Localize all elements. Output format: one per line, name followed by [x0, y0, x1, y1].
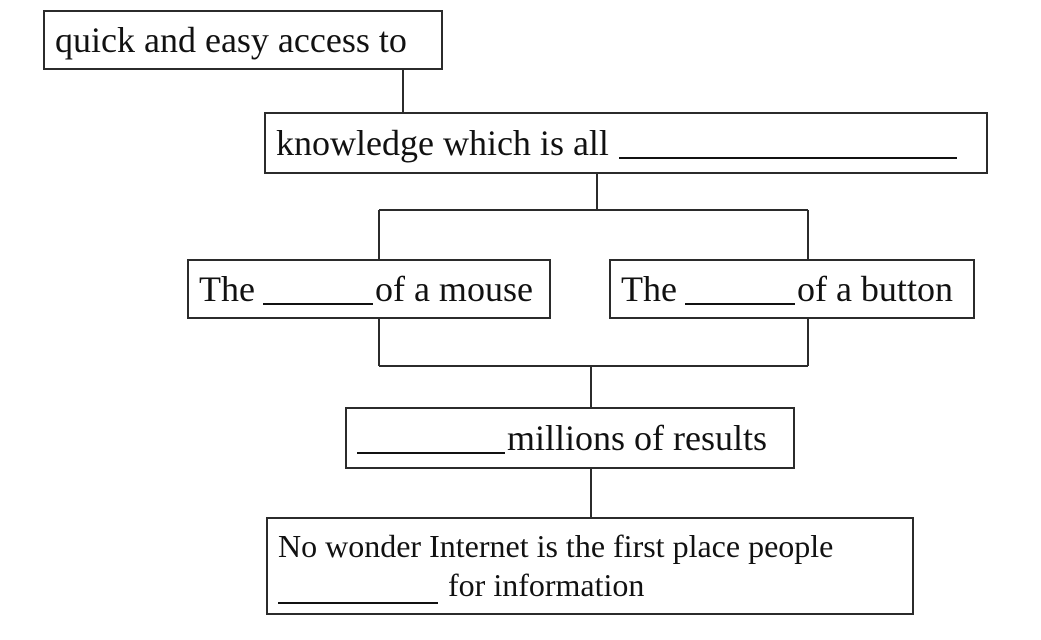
knowledge-box: knowledge which is all [264, 112, 988, 174]
results-blank[interactable] [357, 422, 505, 454]
mouse-suffix-text: of a mouse [374, 269, 533, 309]
results-box: millions of results [345, 407, 795, 469]
mouse-box: The of a mouse [187, 259, 551, 319]
wonder-blank[interactable] [278, 576, 438, 604]
access-box: quick and easy access to [43, 10, 443, 70]
button-box: The of a button [609, 259, 975, 319]
mouse-prefix-text: The [199, 269, 255, 309]
wonder-line-2-row: for information [278, 567, 644, 604]
mouse-blank[interactable] [262, 273, 373, 305]
wonder-line-1: No wonder Internet is the first place pe… [278, 528, 834, 565]
access-text: quick and easy access to [55, 20, 407, 60]
wonder-box: No wonder Internet is the first place pe… [266, 517, 914, 615]
button-blank[interactable] [684, 273, 795, 305]
wonder-line-2-text: for information [448, 567, 645, 603]
button-suffix-text: of a button [796, 269, 953, 309]
knowledge-blank[interactable] [618, 127, 957, 159]
results-text: millions of results [507, 418, 767, 458]
button-prefix-text: The [621, 269, 677, 309]
knowledge-text: knowledge which is all [276, 123, 609, 163]
